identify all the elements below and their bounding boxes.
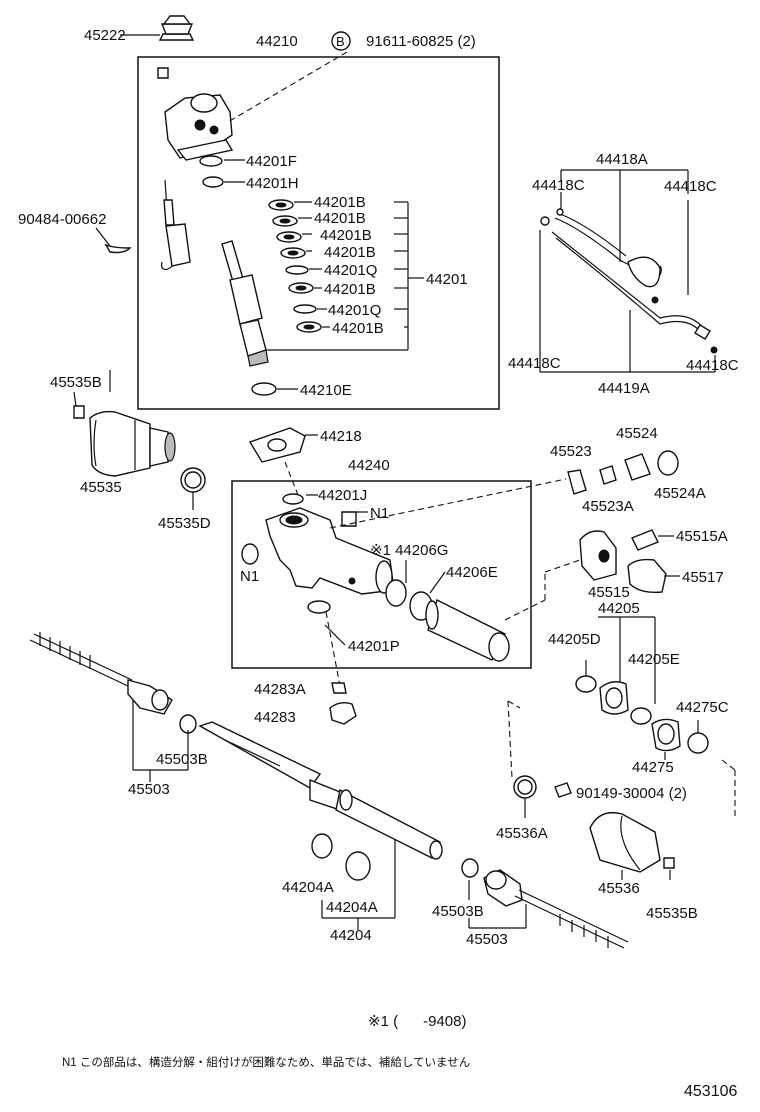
label-44275C: 44275C xyxy=(676,699,729,716)
part-45222-dust-boot xyxy=(158,15,195,41)
label-44210: 44210 xyxy=(256,33,298,50)
label-44204A-2: 44204A xyxy=(326,899,378,916)
label-44206E: 44206E xyxy=(446,564,498,581)
label-44205: 44205 xyxy=(598,600,640,617)
label-91611-60825: 91611-60825 (2) xyxy=(366,33,476,50)
b-mark-circle xyxy=(331,31,351,51)
label-45503-2: 45503 xyxy=(466,931,508,948)
label-44201: 44201 xyxy=(426,271,468,288)
part-45523-yoke xyxy=(567,469,587,495)
label-44283: 44283 xyxy=(254,709,296,726)
label-44204: 44204 xyxy=(330,927,372,944)
label-44201F: 44201F xyxy=(246,153,297,170)
label-45503B-2: 45503B xyxy=(432,903,484,920)
label-45222: 45222 xyxy=(84,27,126,44)
label-44201J: 44201J xyxy=(318,487,367,504)
label-44218: 44218 xyxy=(320,428,362,445)
label-44205D: 44205D xyxy=(548,631,601,648)
label-45523A: 45523A xyxy=(582,498,634,515)
label-44418C-2: 44418C xyxy=(664,178,717,195)
part-45536-boot xyxy=(589,811,661,873)
labels: 45222 44210 B 91611-60825 (2) 44201F 442… xyxy=(18,27,739,1100)
part-45503-tie-rod-right xyxy=(483,869,629,949)
label-45535D: 45535D xyxy=(158,515,211,532)
label-44201B-4: 44201B xyxy=(324,244,376,261)
label-44201B-6: 44201B xyxy=(332,320,384,337)
box-44210-assembly xyxy=(137,56,500,410)
part-44419A-return-tube xyxy=(551,231,711,340)
label-n1-b: N1 xyxy=(240,568,259,585)
part-pinion-shaft xyxy=(221,240,269,367)
part-45535-boot xyxy=(89,410,176,477)
label-45524A: 45524A xyxy=(654,485,706,502)
part-45524-locknut xyxy=(624,453,651,481)
label-44419A: 44419A xyxy=(598,380,650,397)
part-44275-bushing xyxy=(651,718,681,752)
label-44201Q-2: 44201Q xyxy=(328,302,381,319)
label-44201B-2: 44201B xyxy=(314,210,366,227)
box-44240-housing xyxy=(231,480,532,669)
seal-ring-stack xyxy=(268,199,322,333)
label-44240: 44240 xyxy=(348,457,390,474)
label-44418C-1: 44418C xyxy=(532,177,585,194)
part-44205-bushing xyxy=(599,681,629,715)
label-n1-a: N1 xyxy=(370,505,389,522)
part-44218-gasket xyxy=(248,427,306,463)
label-45503-1: 45503 xyxy=(128,781,170,798)
n1-note: N1 この部品は、構造分解・組付けが困難なため、単品では、補給していません xyxy=(62,1055,470,1069)
label-44275: 44275 xyxy=(632,759,674,776)
part-45515-bracket xyxy=(579,530,617,581)
label-45523: 45523 xyxy=(550,443,592,460)
label-45535B-2: 45535B xyxy=(646,905,698,922)
part-44210-control-valve xyxy=(157,67,234,161)
label-45515: 45515 xyxy=(588,584,630,601)
diagram-code: 453106 xyxy=(684,1083,737,1100)
label-44201H: 44201H xyxy=(246,175,299,192)
label-44201B-5: 44201B xyxy=(324,281,376,298)
label-44418C-3: 44418C xyxy=(508,355,561,372)
label-44418A: 44418A xyxy=(596,151,648,168)
label-45517: 45517 xyxy=(682,569,724,586)
part-44418A-pressure-tube xyxy=(554,213,662,288)
label-45503B-1: 45503B xyxy=(156,751,208,768)
part-44204-rack xyxy=(198,721,443,860)
part-valve-shaft xyxy=(161,179,191,271)
label-44418C-4: 44418C xyxy=(686,357,739,374)
label-44204A-1: 44204A xyxy=(282,879,334,896)
label-44205E: 44205E xyxy=(628,651,680,668)
label-90149-30004: 90149-30004 (2) xyxy=(576,785,687,802)
label-45535B-1: 45535B xyxy=(50,374,102,391)
label-44201B-3: 44201B xyxy=(320,227,372,244)
label-44201Q-1: 44201Q xyxy=(324,262,377,279)
label-45524: 45524 xyxy=(616,425,658,442)
part-cylinder-tube xyxy=(425,599,510,662)
label-44206G: ※1 44206G xyxy=(370,542,448,559)
label-44201P: 44201P xyxy=(348,638,400,655)
label-45515A: 45515A xyxy=(676,528,728,545)
label-45536A: 45536A xyxy=(496,825,548,842)
label-90484-00662: 90484-00662 xyxy=(18,211,106,228)
label-45536: 45536 xyxy=(598,880,640,897)
b-mark-letter: B xyxy=(336,34,345,49)
label-45535: 45535 xyxy=(80,479,122,496)
label-44283A: 44283A xyxy=(254,681,306,698)
label-44201B-1: 44201B xyxy=(314,194,366,211)
label-44210E: 44210E xyxy=(300,382,352,399)
part-45503-tie-rod-left xyxy=(29,633,173,715)
part-44240-rack-housing xyxy=(265,507,395,595)
footnote-mark: ※1 ( -9408) xyxy=(368,1013,466,1030)
